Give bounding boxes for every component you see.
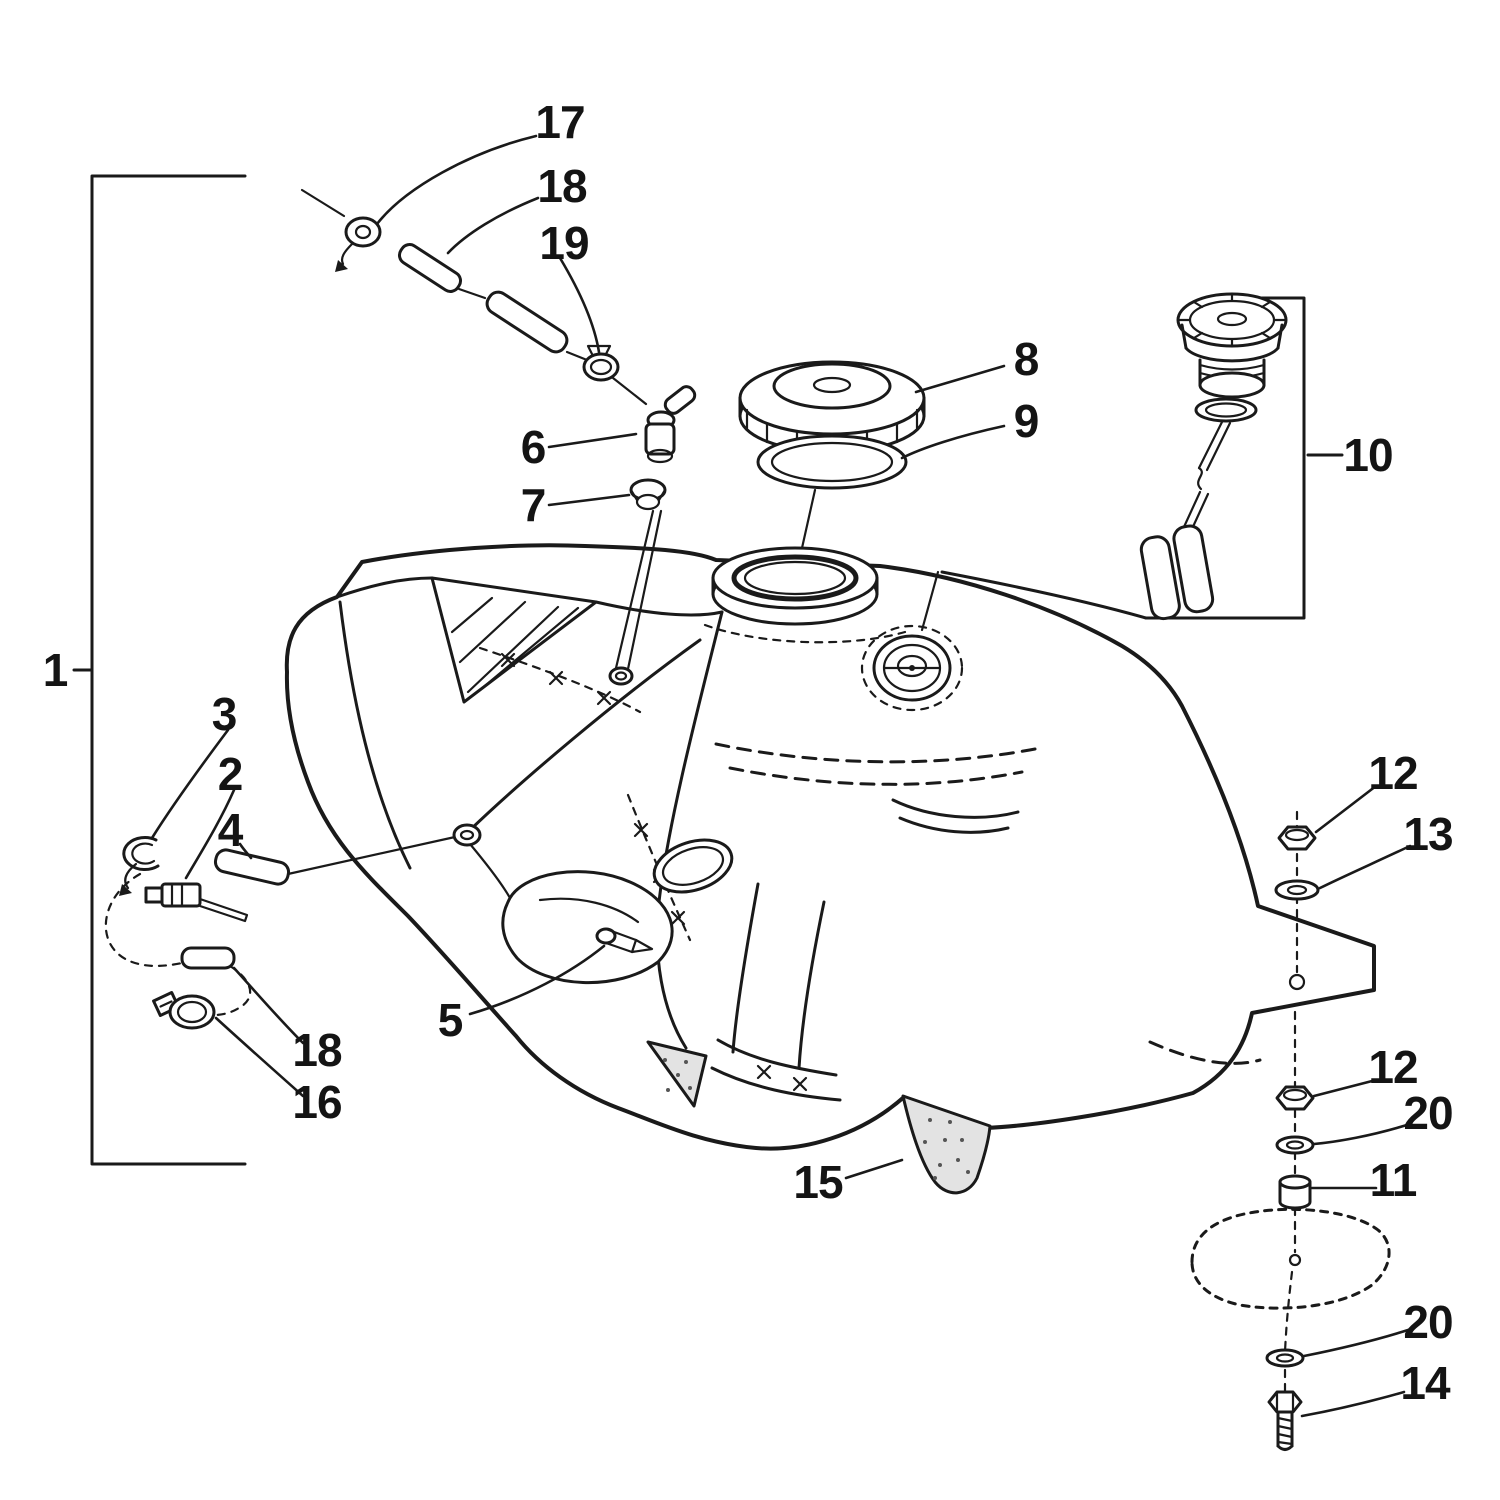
gauge-boss [860, 570, 964, 712]
callout-3: 3 [211, 688, 238, 740]
flange-upper-hardware [1274, 810, 1320, 991]
fuel-cap-8 [738, 360, 926, 454]
fuel-gauge-assembly-10 [940, 292, 1344, 621]
tank-strap-details [646, 882, 842, 1108]
callout-12-lower: 12 [1368, 1041, 1418, 1093]
tank-cutaway-hatching [430, 576, 598, 704]
fuel-tank-body [284, 543, 1376, 1151]
callout-2: 2 [217, 748, 244, 800]
callout-20-lower: 20 [1403, 1296, 1453, 1348]
callout-11: 11 [1369, 1154, 1418, 1206]
callout-6: 6 [520, 421, 547, 473]
callout-13: 13 [1403, 808, 1453, 860]
callout-12-upper: 12 [1368, 747, 1418, 799]
callout-4: 4 [217, 804, 244, 856]
callout-9: 9 [1013, 395, 1040, 447]
tank-oval-hole [652, 838, 734, 894]
leader-lines [150, 134, 1412, 1418]
callout-1: 1 [42, 644, 69, 696]
callout-16: 16 [292, 1076, 342, 1128]
filler-neck [711, 546, 879, 626]
callout-18-top: 18 [537, 160, 587, 212]
vent-hose-parts [300, 188, 697, 686]
callout-17: 17 [535, 96, 585, 148]
callout-5: 5 [437, 994, 464, 1046]
tank-lower-wedge-15 [901, 1094, 992, 1195]
callout-20-upper: 20 [1403, 1087, 1453, 1139]
cap-gasket-9 [756, 434, 908, 550]
callout-8: 8 [1013, 333, 1040, 385]
tank-pocket-and-fitting-5 [501, 870, 674, 985]
tank-seam-lines [478, 623, 1262, 1065]
callout-7: 7 [520, 479, 547, 531]
callout-18-lower: 18 [292, 1024, 342, 1076]
lower-hardware-stack [1190, 1010, 1391, 1451]
callout-10: 10 [1343, 429, 1393, 481]
callout-15: 15 [793, 1156, 843, 1208]
assembly-bracket-1 [72, 174, 247, 1166]
callout-19: 19 [539, 217, 589, 269]
callout-14: 14 [1400, 1357, 1450, 1409]
